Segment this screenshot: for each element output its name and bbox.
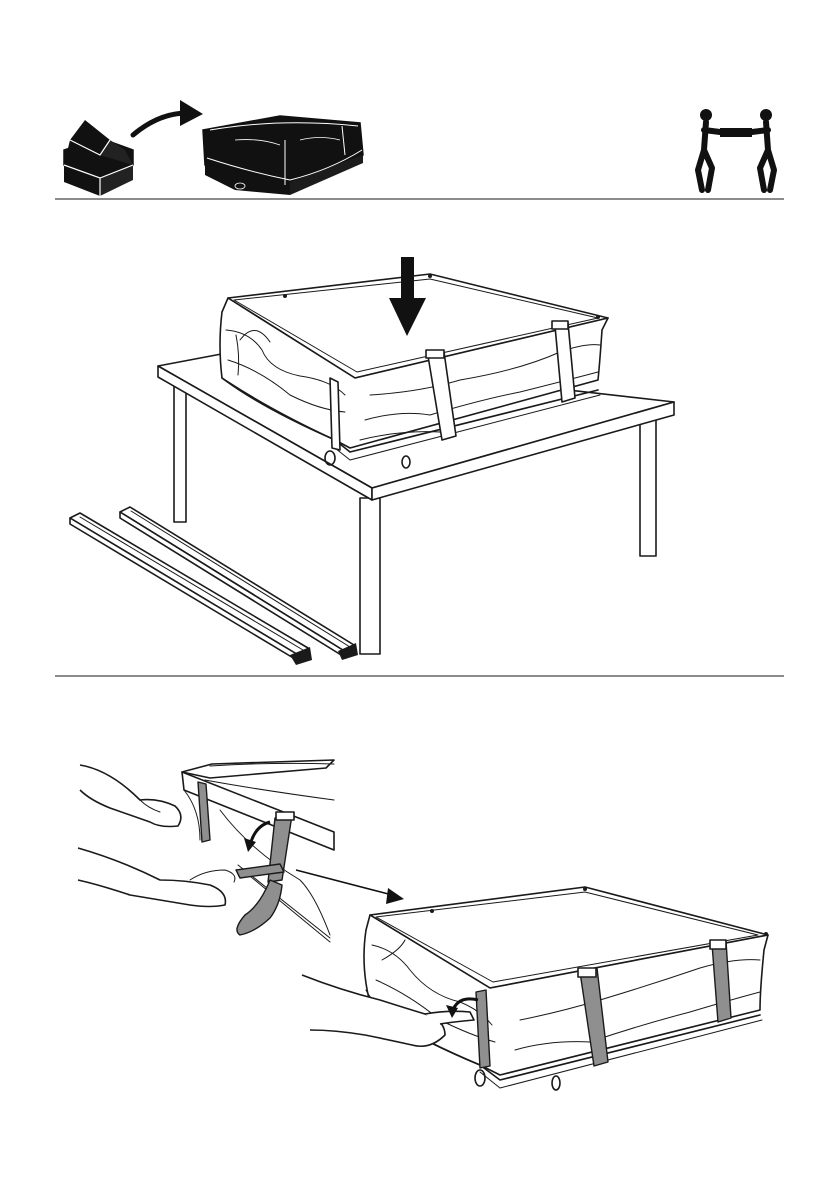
- packed-mattress-strapped: [364, 887, 768, 1090]
- frame-rail-right: [120, 507, 358, 660]
- open-box-icon: [64, 120, 133, 196]
- frame-rail-left: [70, 513, 312, 665]
- motion-arrow-icon: [296, 870, 404, 904]
- curved-arrow-icon: [133, 100, 203, 135]
- two-person-lift-icon: [698, 109, 774, 190]
- packed-mattress-icon: [203, 116, 363, 195]
- hand-right-icon: [78, 848, 235, 907]
- hand-left-icon: [80, 765, 181, 827]
